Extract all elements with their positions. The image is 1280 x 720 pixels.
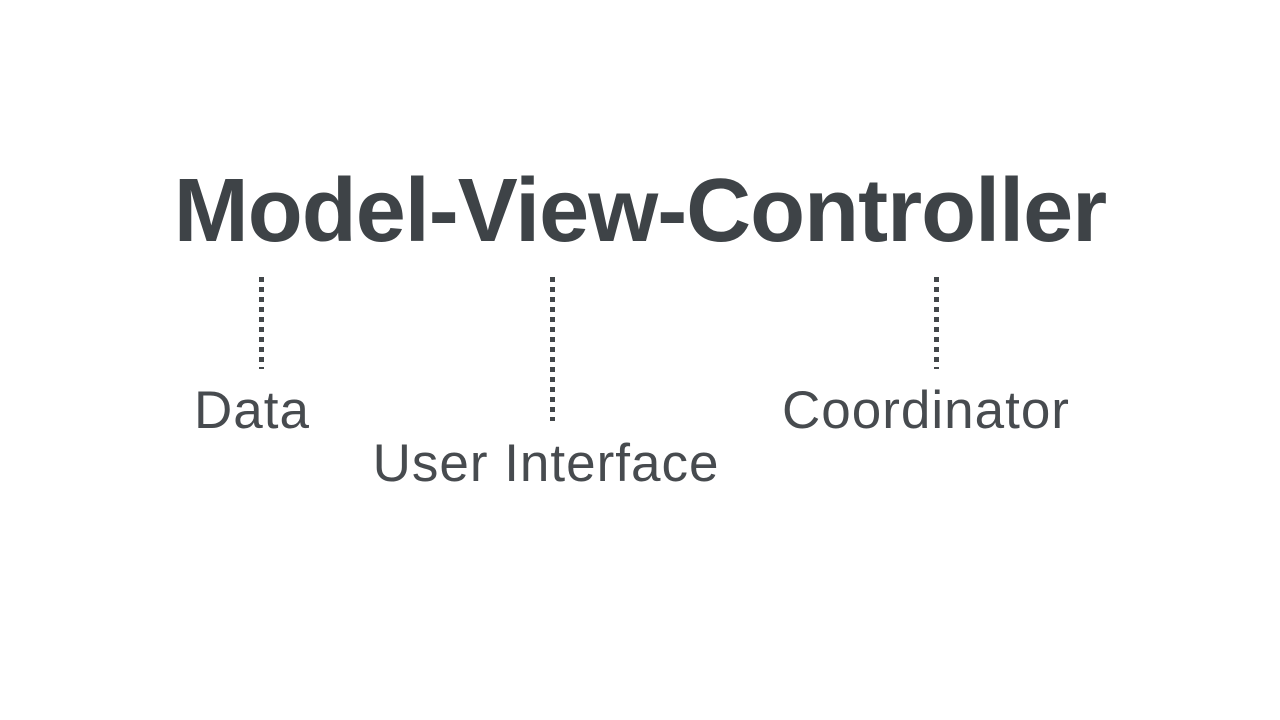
- controller-connector-dotted-line: [934, 277, 939, 369]
- page-title: Model-View-Controller: [173, 161, 1107, 261]
- model-annotation-label: Data: [194, 381, 310, 440]
- view-annotation-label: User Interface: [372, 434, 720, 493]
- controller-annotation-label: Coordinator: [782, 381, 1070, 440]
- model-connector-dotted-line: [259, 277, 264, 369]
- view-connector-dotted-line: [550, 277, 555, 421]
